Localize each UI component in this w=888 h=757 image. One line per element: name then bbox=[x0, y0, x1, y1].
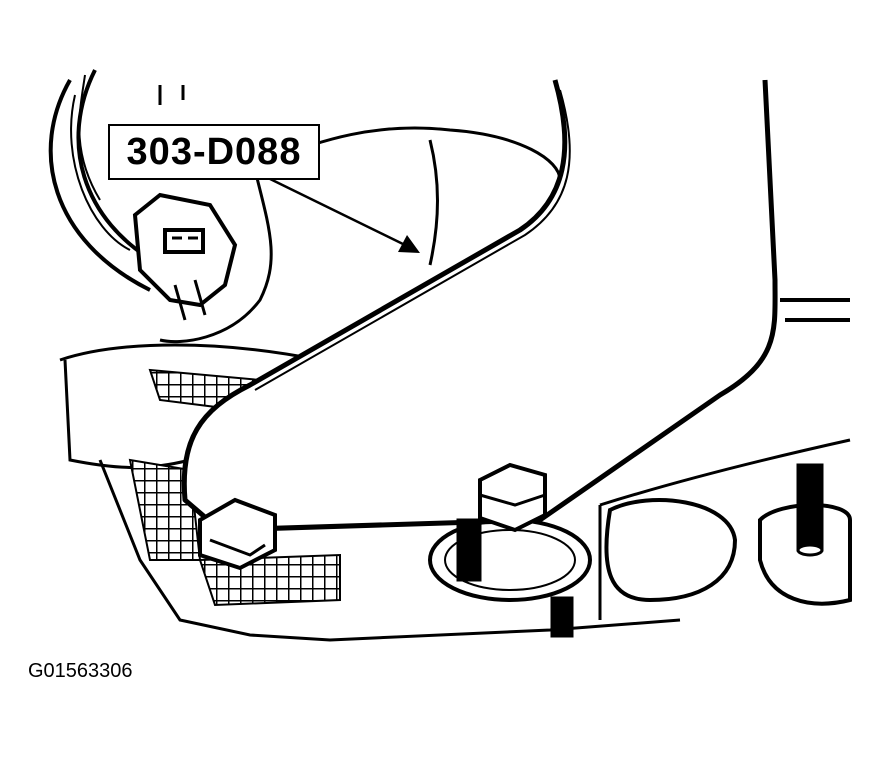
bolt-center bbox=[428, 462, 592, 602]
tool-bracket bbox=[181, 79, 778, 533]
manifold-ports bbox=[604, 498, 852, 606]
studs bbox=[456, 463, 824, 638]
tool-callout-box: 303-D088 bbox=[108, 124, 320, 180]
tool-bracket-edge bbox=[254, 89, 571, 391]
figure-id: G01563306 bbox=[28, 660, 133, 682]
hose-loop bbox=[48, 69, 185, 292]
bolt-left bbox=[198, 497, 277, 571]
sensor-connector bbox=[132, 192, 238, 321]
leader-arrowhead bbox=[398, 235, 420, 253]
callout-leader bbox=[261, 173, 420, 253]
tool-label: 303-D088 bbox=[126, 130, 302, 173]
